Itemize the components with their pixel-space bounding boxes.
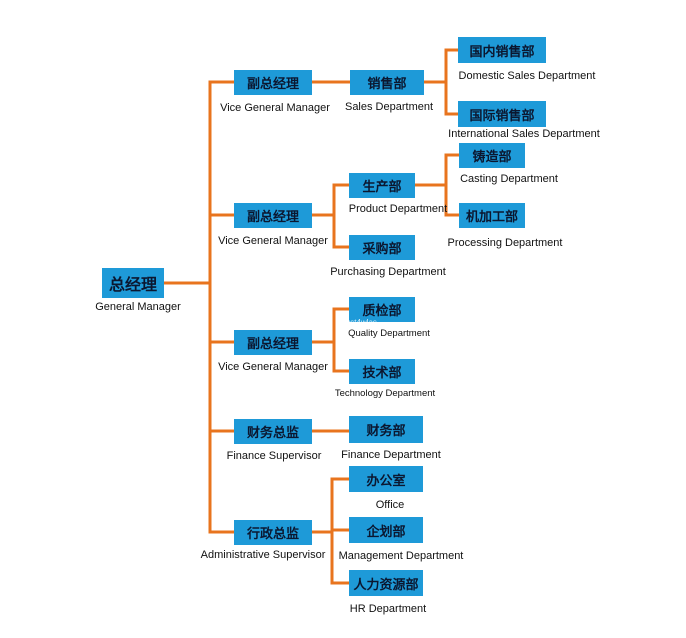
- caption-administrative-supervisor: Administrative Supervisor: [200, 549, 326, 561]
- caption-office: Office: [375, 499, 405, 511]
- caption-general-manager: General Manager: [95, 301, 181, 313]
- node-technology-department: 技术部: [349, 359, 415, 384]
- node-administrative-supervisor: 行政总监: [234, 520, 312, 545]
- caption-processing-department: Processing Department: [447, 237, 563, 249]
- node-purchasing-department: 采购部: [349, 235, 415, 260]
- node-vice-gm-quality: 副总经理: [234, 330, 312, 355]
- node-sales-department: 销售部: [350, 70, 424, 95]
- caption-quality-department: Quality Department: [348, 328, 430, 339]
- caption-hr-department: HR Department: [349, 603, 427, 615]
- node-vice-gm-sales: 副总经理: [234, 70, 312, 95]
- node-casting-department: 铸造部: [459, 143, 525, 168]
- caption-finance-department: Finance Department: [341, 449, 441, 461]
- caption-domestic-sales-department: Domestic Sales Department: [458, 70, 596, 82]
- caption-finance-supervisor: Finance Supervisor: [226, 450, 322, 462]
- node-processing-department: 机加工部: [459, 203, 525, 228]
- node-product-department: 生产部: [349, 173, 415, 198]
- node-management-department: 企划部: [349, 517, 423, 543]
- caption-vice-gm-quality: Vice General Manager: [218, 361, 328, 373]
- caption-technology-department: Technology Department: [334, 388, 436, 399]
- caption-vice-gm-sales: Vice General Manager: [220, 102, 330, 114]
- caption-sales-department: Sales Department: [344, 101, 434, 113]
- node-international-sales-department: 国际销售部: [458, 101, 546, 127]
- node-general-manager: 总经理: [102, 268, 164, 298]
- node-domestic-sales-department: 国内销售部: [458, 37, 546, 63]
- caption-casting-department: Casting Department: [460, 173, 558, 185]
- caption-international-sales-department: International Sales Department: [448, 128, 600, 140]
- caption-product-department: Product Department: [348, 203, 448, 215]
- caption-purchasing-department: Purchasing Department: [330, 266, 446, 278]
- node-finance-department: 财务部: [349, 416, 423, 443]
- node-hr-department: 人力资源部: [349, 570, 423, 596]
- node-vice-gm-production: 副总经理: [234, 203, 312, 228]
- caption-management-department: Management Department: [338, 550, 464, 562]
- node-quality-department: 质检部: [349, 297, 415, 322]
- caption-vice-gm-production: Vice General Manager: [218, 235, 328, 247]
- node-finance-supervisor: 财务总监: [234, 419, 312, 444]
- node-office: 办公室: [349, 466, 423, 492]
- watermark-text: Hust4wlas: [340, 318, 377, 327]
